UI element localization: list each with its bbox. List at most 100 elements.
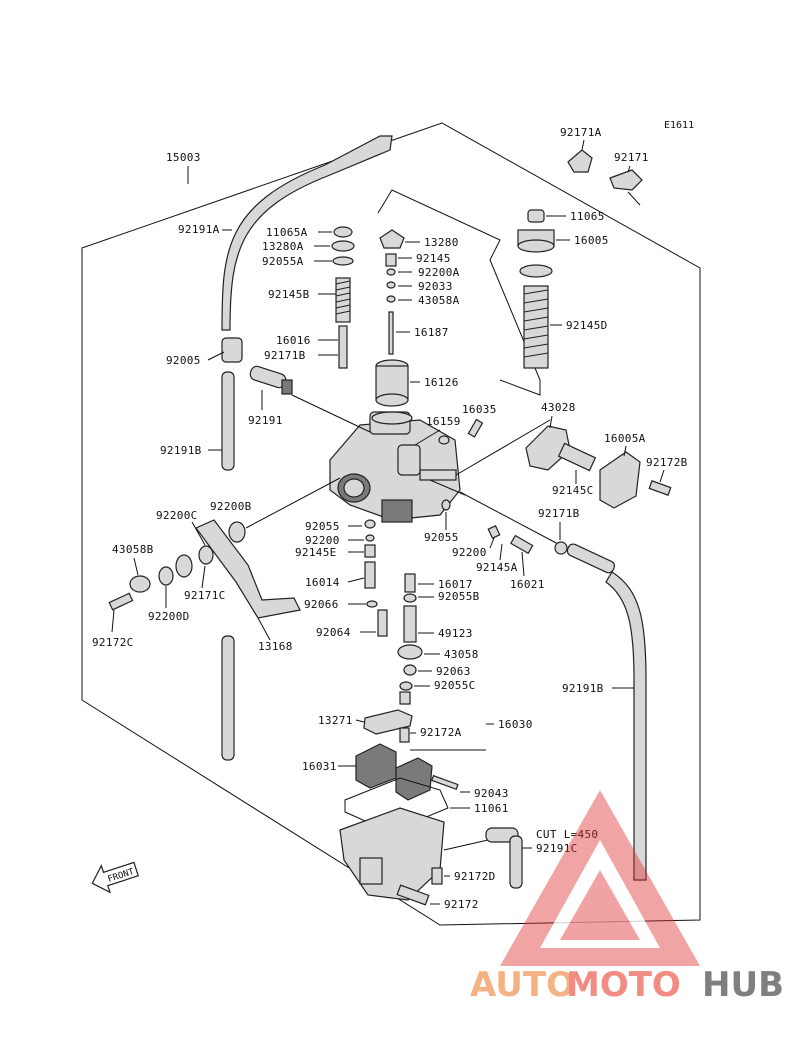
label-92055: 92055 (305, 520, 340, 533)
float-16031 (355, 743, 433, 801)
label-92171B-right: 92171B (538, 507, 580, 520)
ring-92200A (386, 268, 396, 276)
jet-92063 (403, 664, 417, 676)
hose-clamp (281, 379, 293, 395)
cover-16005A (599, 451, 641, 509)
cut-note: CUT L=450 (536, 828, 598, 841)
label-16187: 16187 (414, 326, 449, 339)
label-92145A: 92145A (476, 561, 518, 574)
label-92066: 92066 (304, 598, 339, 611)
washer-92200B (228, 521, 246, 543)
bolt-92172C (108, 592, 134, 611)
label-43058A: 43058A (418, 294, 460, 307)
tube-49123 (403, 605, 417, 643)
screw-16035 (467, 418, 484, 438)
oring-92055 (364, 519, 376, 529)
label-16017: 16017 (438, 578, 473, 591)
label-92055A: 92055A (262, 255, 304, 268)
label-92064: 92064 (316, 626, 351, 639)
label-92171B: 92171B (264, 349, 306, 362)
label-92200B: 92200B (210, 500, 252, 513)
label-16021: 16021 (510, 578, 545, 591)
clamp-92171B (554, 541, 568, 555)
watermark-logo (500, 790, 700, 966)
label-92172D: 92172D (454, 870, 496, 883)
label-15003: 15003 (166, 151, 201, 164)
screw-16021 (510, 534, 534, 555)
label-16159: 16159 (426, 415, 461, 428)
label-16014: 16014 (305, 576, 340, 589)
gasket-11061 (344, 777, 449, 833)
label-16030: 16030 (498, 718, 533, 731)
label-16031: 16031 (302, 760, 337, 773)
throttle-cable (221, 135, 393, 331)
front-arrow: FRONT (91, 861, 139, 894)
jet-92064 (377, 609, 388, 637)
label-92055-right: 92055 (424, 531, 459, 544)
label-92172A: 92172A (420, 726, 462, 739)
watermark-auto: AUTO (470, 965, 575, 1005)
holder-43058 (397, 644, 423, 660)
oring-92055B (403, 593, 417, 603)
label-92145B: 92145B (268, 288, 310, 301)
label-92043: 92043 (474, 787, 509, 800)
float-bowl (339, 807, 445, 901)
jet-holder (399, 691, 411, 705)
label-13168: 13168 (258, 640, 293, 653)
label-92172: 92172 (444, 898, 479, 911)
clip-92033 (386, 281, 396, 289)
watermark-hub: HUB (702, 965, 784, 1005)
label-92191B: 92191B (160, 444, 202, 457)
label-92191C: 92191C (536, 842, 578, 855)
label-16035: 16035 (462, 403, 497, 416)
bolt-92172D (431, 867, 443, 885)
label-16126: 16126 (424, 376, 459, 389)
ring-92200D (158, 566, 174, 586)
pilot-screw-16014 (364, 561, 376, 589)
oring-92066 (366, 600, 378, 608)
label-92191: 92191 (248, 414, 283, 427)
label-16005: 16005 (574, 234, 609, 247)
clip-92171A (567, 149, 593, 173)
label-92145D: 92145D (566, 319, 608, 332)
label-92171: 92171 (614, 151, 649, 164)
label-92055B: 92055B (438, 590, 480, 603)
label-13280A: 13280A (262, 240, 304, 253)
label-43058B: 43058B (112, 543, 154, 556)
bracket-13168 (195, 519, 301, 619)
upper-group-frame (377, 189, 541, 396)
spring-92145E (364, 544, 376, 558)
oring-92055A (332, 256, 354, 266)
cap-11065 (527, 209, 545, 223)
drain-92172 (396, 884, 430, 906)
cable-fitting-92005 (221, 337, 243, 363)
label-92171C: 92171C (184, 589, 226, 602)
fuel-hose-92191B (566, 543, 616, 574)
label-13280: 13280 (424, 236, 459, 249)
label-92033: 92033 (418, 280, 453, 293)
nut-43058B (129, 575, 151, 593)
ring-92200C (175, 554, 193, 578)
label-43028: 43028 (541, 401, 576, 414)
label-92200-right: 92200 (452, 546, 487, 559)
washer-16159 (438, 435, 450, 445)
bolt-92172B (648, 480, 672, 496)
diagram-code: E1611 (664, 120, 694, 131)
oring-92055C (399, 681, 413, 691)
nut-13280A (331, 240, 355, 252)
jet-16017 (404, 573, 416, 593)
label-92005: 92005 (166, 354, 201, 367)
seat-43058A (386, 295, 396, 303)
pin-92043 (430, 774, 459, 791)
spring-92145 (385, 253, 397, 267)
label-92063: 92063 (436, 665, 471, 678)
label-92172C: 92172C (92, 636, 134, 649)
label-16005A: 16005A (604, 432, 646, 445)
label-92145: 92145 (416, 252, 451, 265)
plunger-16016 (338, 325, 348, 369)
float-valve-92172A (399, 727, 410, 743)
label-92171A: 92171A (560, 126, 602, 139)
diagram-frame (81, 122, 701, 926)
label-92172B: 92172B (646, 456, 688, 469)
